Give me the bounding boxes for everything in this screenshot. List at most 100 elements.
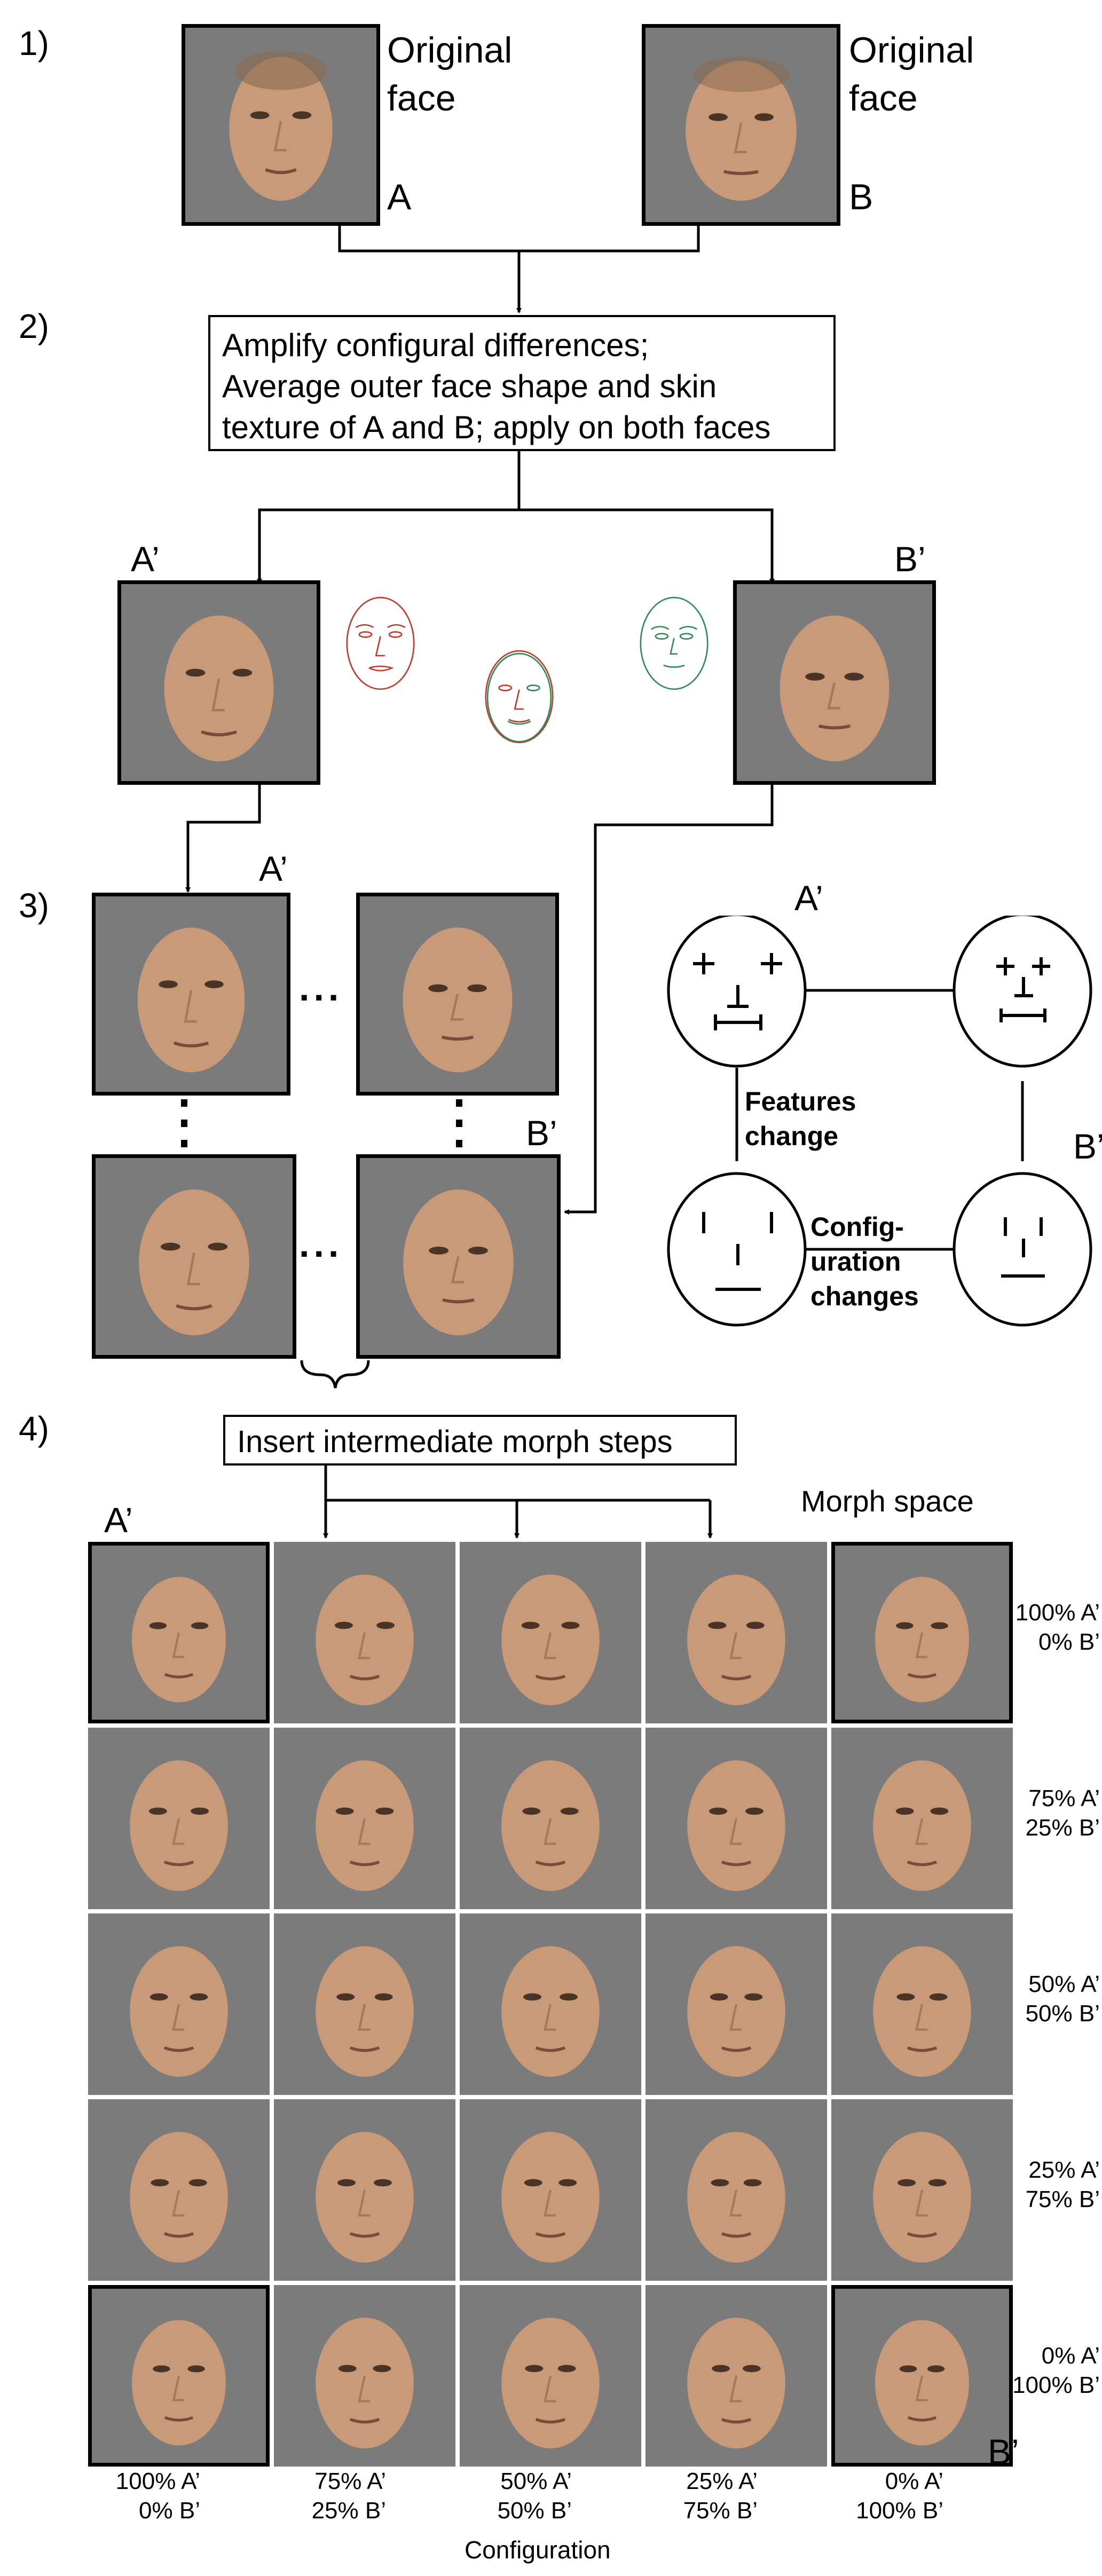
face-icon [131, 2320, 226, 2446]
configuration-axis-label: Configuration [465, 2536, 611, 2564]
morph-cell-r3-c1 [88, 1913, 270, 2095]
column-label-3: 50% A’ 50% B’ [470, 2467, 572, 2525]
features-change-line1: Features [745, 1086, 856, 1116]
morph-cell-r3-c4 [646, 1913, 827, 2095]
insert-morph-steps-box: Insert intermediate morph steps [223, 1415, 737, 1466]
face-b-caption-line1: Original [849, 30, 974, 70]
column-label-b: 25% B’ [311, 2498, 386, 2524]
face-icon [130, 1946, 228, 2077]
morph-cell-r2-c4 [646, 1728, 827, 1909]
column-label-a: 25% A’ [686, 2468, 758, 2494]
face-icon [137, 927, 245, 1073]
row-label-5: 0% A’100% B’ [1012, 2341, 1100, 2400]
amplify-line2: Average outer face shape and skin [222, 368, 717, 404]
row-label-3: 50% A’50% B’ [1026, 1970, 1100, 2028]
step4-label-b-prime: B’ [988, 2432, 1019, 2471]
face-icon [873, 1760, 971, 1891]
morph-cell-r4-c4 [646, 2099, 827, 2281]
amplify-line1: Amplify configural differences; [222, 327, 649, 363]
face-icon [316, 2318, 414, 2448]
row-label-b: 0% B’ [1038, 1629, 1100, 1655]
face-icon [501, 1760, 600, 1891]
morph-cell-r5-c3 [460, 2285, 641, 2467]
face-icon [687, 1760, 785, 1891]
morph-cell-r1-c1 [88, 1542, 270, 1723]
row-label-a: 25% A’ [1028, 2157, 1100, 2183]
ellipsis-horizontal-top: ... [299, 967, 343, 1009]
face-icon [130, 1760, 228, 1891]
column-label-a: 0% A’ [885, 2468, 943, 2494]
step-number-1: 1) [19, 24, 49, 62]
ellipsis-vertical-right [456, 1099, 462, 1147]
insert-morph-steps-text: Insert intermediate morph steps [237, 1424, 673, 1459]
column-label-a: 50% A’ [500, 2468, 572, 2494]
red-outline-face-icon [346, 596, 415, 690]
morph-cell-r3-c5 [831, 1913, 1013, 2095]
features-change-line2: change [745, 1121, 839, 1151]
face-icon [131, 1577, 226, 1703]
row-label-b: 75% B’ [1025, 2186, 1100, 2212]
face-icon [686, 57, 797, 201]
face-icon [130, 2132, 228, 2263]
column-label-b: 75% B’ [683, 2498, 758, 2524]
face-icon [164, 616, 274, 762]
face-icon [780, 616, 890, 762]
morph-cell-r4-c5 [831, 2099, 1013, 2281]
column-label-5: 0% A’100% B’ [842, 2467, 943, 2525]
face-icon [875, 1577, 970, 1703]
morph-cell-r3-c2 [274, 1913, 455, 2095]
original-face-a-photo [182, 24, 380, 226]
original-face-b-photo [642, 24, 840, 226]
amplify-line3: texture of A and B; apply on both faces [222, 409, 771, 445]
ellipsis-horizontal-bottom: ... [299, 1223, 343, 1265]
face-a-letter: A [387, 177, 412, 217]
row-label-b: 100% B’ [1012, 2372, 1100, 2398]
grid-face-bottom-right [356, 1154, 561, 1359]
morph-cell-r2-c2 [274, 1728, 455, 1909]
face-icon [501, 1946, 600, 2077]
row-label-1: 100% A’ 0% B’ [1016, 1598, 1100, 1657]
morph-cell-r2-c5 [831, 1728, 1013, 1909]
morph-cell-r4-c2 [274, 2099, 455, 2281]
face-icon [403, 1189, 514, 1336]
step4-label-a-prime: A’ [104, 1500, 133, 1540]
step2-label-b-prime: B’ [894, 539, 926, 579]
amplify-instruction-box: Amplify configural differences; Average … [208, 315, 836, 451]
configuration-changes-line1: Config- [810, 1212, 904, 1242]
amplified-face-b-prime-photo [733, 580, 936, 785]
row-label-a: 75% A’ [1028, 1785, 1100, 1811]
column-label-2: 75% A’25% B’ [285, 2467, 386, 2525]
face-a-caption-line2: face [387, 78, 456, 119]
schematic-label-a-prime: A’ [794, 878, 823, 918]
schematic-label-b-prime: B’ [1073, 1126, 1102, 1166]
morph-cell-r2-c1 [88, 1728, 270, 1909]
row-label-a: 100% A’ [1015, 1600, 1100, 1626]
step2-label-a-prime: A’ [131, 539, 160, 579]
face-icon [501, 2132, 600, 2263]
face-icon [687, 2132, 785, 2263]
schematic-diagram [667, 916, 1092, 1327]
face-icon [687, 1946, 785, 2077]
morph-cell-r5-c4 [646, 2285, 827, 2467]
morph-cell-r4-c3 [460, 2099, 641, 2281]
morph-cell-r1-c3 [460, 1542, 641, 1723]
row-label-4: 25% A’ 75% B’ [1026, 2155, 1100, 2214]
morph-cell-r5-c2 [274, 2285, 455, 2467]
row-label-b: 50% B’ [1025, 2000, 1100, 2027]
face-icon [687, 1574, 785, 1705]
face-icon [316, 1946, 414, 2077]
face-a-caption-line1: Original [387, 30, 513, 70]
grid-face-bottom-left [92, 1154, 296, 1359]
face-b-caption-line2: face [849, 78, 918, 119]
column-label-b: 50% B’ [497, 2498, 572, 2524]
morph-cell-r1-c4 [646, 1542, 827, 1723]
face-icon [873, 2132, 971, 2263]
row-label-2: 75% A’ 25% B’ [1026, 1784, 1100, 1842]
morph-space-label: Morph space [801, 1484, 974, 1518]
row-label-b: 25% B’ [1025, 1815, 1100, 1841]
column-label-a: 100% A’ [115, 2468, 200, 2494]
face-icon [873, 1946, 971, 2077]
morph-cell-r2-c3 [460, 1728, 641, 1909]
green-outline-face-icon [640, 596, 709, 690]
